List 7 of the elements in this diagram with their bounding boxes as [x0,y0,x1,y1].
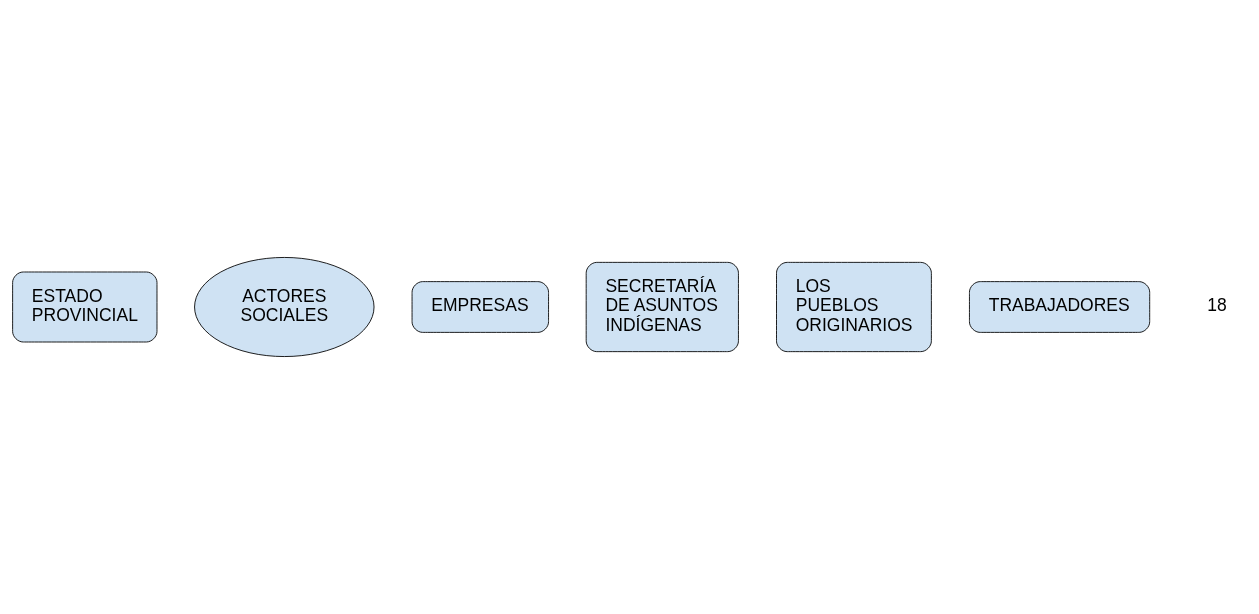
node-ellipse: ACTORES SOCIALES [194,257,375,357]
label: 18 [1207,295,1227,316]
node-box: SECRETARÍA DE ASUNTOS INDÍGENAS [585,261,739,353]
node-box: TRABAJADORES [969,281,1151,333]
node-box: EMPRESAS [411,281,549,333]
node-box: LOS PUEBLOS ORIGINARIOS [776,261,932,353]
node-box: ESTADO PROVINCIAL [12,271,158,343]
